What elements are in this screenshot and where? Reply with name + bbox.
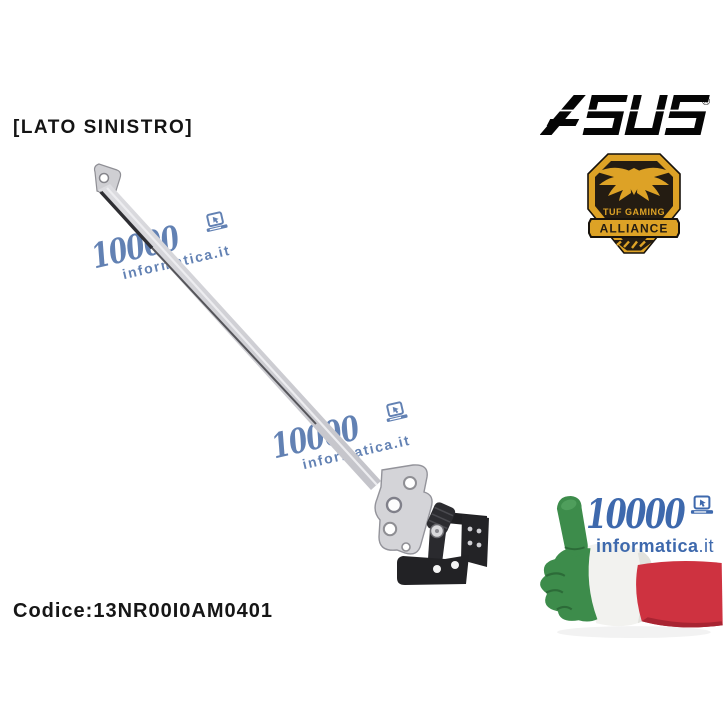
laptop-icon xyxy=(690,495,714,514)
side-label: [LATO SINISTRO] xyxy=(13,117,194,138)
seller-domain-tld: .it xyxy=(698,536,714,556)
seller-logo-number: 10000 xyxy=(585,491,686,538)
alliance-text: ALLIANCE xyxy=(600,222,669,236)
asus-logo: ASUS ® xyxy=(539,94,712,136)
hazard-stripes xyxy=(616,240,646,249)
tuf-wings-icon xyxy=(597,167,671,201)
tuf-gaming-alliance-badge: TUF GAMING ALLIANCE xyxy=(584,153,684,257)
laptop-icon xyxy=(206,211,228,232)
seller-logo: 10000 informatica.it xyxy=(555,495,714,557)
seller-domain-name: informatica xyxy=(595,536,699,556)
registered-mark: ® xyxy=(702,96,710,108)
seller-logo-domain: informatica.it xyxy=(555,536,714,557)
laptop-icon xyxy=(386,401,408,422)
product-code: Codice:13NR00I0AM0401 xyxy=(13,600,273,622)
hinge-rod xyxy=(98,184,381,490)
asus-wordmark-icon: ® xyxy=(539,95,712,135)
hinge-mechanism xyxy=(374,464,489,585)
watermark-logo: 10000 informatica.it xyxy=(88,211,232,288)
watermark-logo: 10000 informatica.it xyxy=(268,401,412,478)
thumbs-up-hand-italian-flag-icon xyxy=(540,495,723,639)
tuf-gaming-text: TUF GAMING xyxy=(603,207,665,217)
tuf-badge-icon: TUF GAMING ALLIANCE xyxy=(587,153,681,254)
